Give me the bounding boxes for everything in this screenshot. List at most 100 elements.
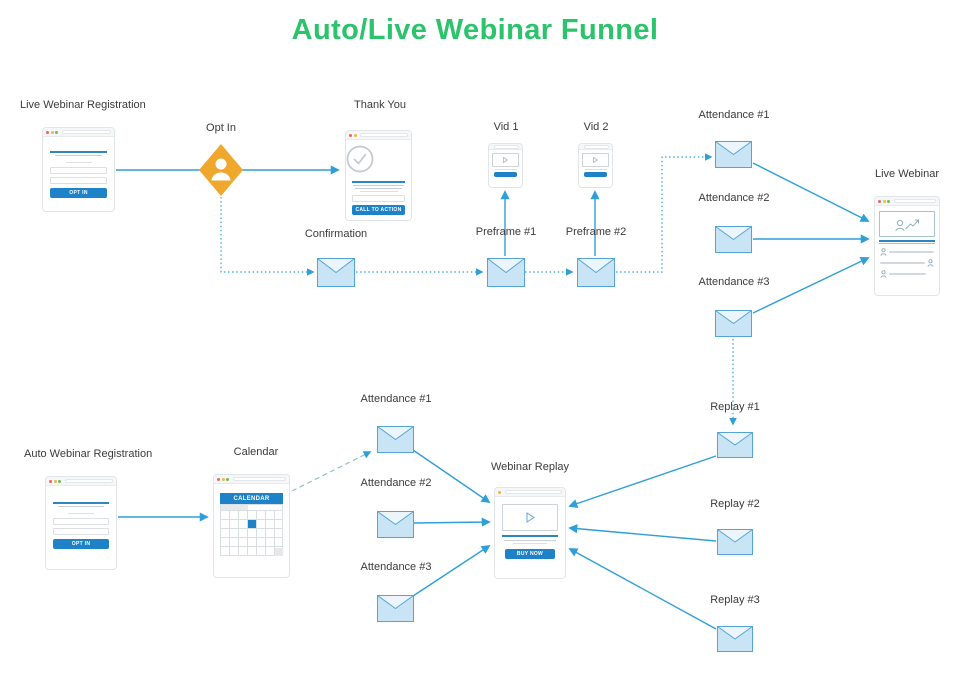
- url-bar: [232, 477, 286, 481]
- text-line-2: [513, 543, 547, 544]
- attendance2-top-email-icon: [715, 226, 752, 253]
- window-dot-red-icon: [349, 133, 352, 137]
- form-input-1: [53, 518, 109, 525]
- browser-bar: [495, 488, 565, 497]
- chat-row-3: [880, 270, 934, 278]
- window-dot-yellow-icon: [221, 477, 225, 481]
- label-replay1: Replay #1: [710, 401, 760, 413]
- label-calendar: Calendar: [233, 446, 279, 458]
- label-attendance3-top: Attendance #3: [698, 276, 770, 288]
- attendance3-top-email-icon: [715, 310, 752, 337]
- label-webinar-replay: Webinar Replay: [490, 461, 570, 473]
- form-subtitle-line: [55, 155, 102, 156]
- auto-registration-window: OPT IN: [45, 476, 117, 570]
- chat-person-icon: [880, 270, 887, 278]
- caption-line: [584, 169, 607, 170]
- preframe1-email-icon: [487, 258, 525, 287]
- label-vid2: Vid 2: [583, 121, 609, 133]
- browser-bar: [489, 144, 522, 150]
- chat-message-line: [889, 273, 926, 275]
- page-title: Auto/Live Webinar Funnel: [291, 14, 659, 46]
- window-dot-yellow-icon: [53, 479, 57, 483]
- chat-row-1: [880, 248, 934, 256]
- vid2-button: [584, 172, 607, 177]
- window-dot-icon: [498, 490, 501, 494]
- label-vid1: Vid 1: [493, 121, 519, 133]
- label-attendance1-bottom: Attendance #1: [360, 393, 432, 405]
- video-player: [582, 153, 609, 167]
- url-bar: [360, 133, 408, 137]
- call-to-action-button: CALL TO ACTION: [352, 205, 405, 215]
- text-line-1: [504, 540, 556, 541]
- chat-row-2: [880, 259, 934, 267]
- label-live-webinar-registration: Live Webinar Registration: [20, 99, 146, 111]
- replay1-email-icon: [717, 432, 753, 458]
- webinar-replay-window: BUY NOW: [494, 487, 566, 579]
- label-thank-you: Thank You: [354, 99, 406, 111]
- window-dot-green-icon: [887, 199, 890, 203]
- url-bar: [504, 490, 562, 494]
- video-player: [492, 153, 519, 167]
- play-icon: [593, 157, 598, 163]
- connector-replay2-replaywindow: [568, 524, 717, 542]
- presentation-area: [879, 211, 935, 237]
- content-divider: [502, 535, 558, 537]
- label-attendance2-bottom: Attendance #2: [360, 477, 432, 489]
- vid1-window: [488, 143, 523, 188]
- label-live-webinar: Live Webinar: [875, 168, 939, 180]
- content-divider-thin: [879, 243, 935, 244]
- label-preframe1: Preframe #1: [475, 226, 537, 238]
- connector-calendar-battendance1: [291, 451, 372, 492]
- connector-replay3-replaywindow: [568, 548, 717, 630]
- calendar-header: CALENDAR: [220, 493, 283, 504]
- calendar-week-fill: [221, 505, 249, 510]
- label-attendance3-bottom: Attendance #3: [360, 561, 432, 573]
- form-input-1: [50, 167, 107, 174]
- label-opt-in: Opt In: [206, 122, 236, 134]
- label-attendance2-top: Attendance #2: [698, 192, 770, 204]
- person-body-icon: [211, 172, 231, 181]
- calendar-window: CALENDAR: [213, 474, 290, 578]
- opt-in-button: OPT IN: [50, 188, 107, 198]
- text-line-2: [355, 188, 402, 189]
- opt-in-button: OPT IN: [53, 539, 109, 549]
- form-caption-line: [68, 513, 94, 514]
- presenter-chart-icon: [895, 219, 919, 231]
- window-dot-green-icon: [226, 477, 229, 481]
- url-bar: [64, 479, 113, 483]
- connector-preframe2-attendance1: [616, 153, 713, 273]
- chat-person-icon: [880, 248, 887, 256]
- play-icon: [503, 157, 508, 163]
- person-icon: [215, 158, 227, 170]
- window-dot-red-icon: [217, 477, 220, 481]
- window-dot-red-icon: [46, 130, 49, 134]
- form-caption-line: [65, 162, 92, 163]
- replay3-email-icon: [717, 626, 753, 652]
- window-dot-green-icon: [55, 130, 58, 134]
- label-confirmation: Confirmation: [304, 228, 368, 240]
- window-dot-red-icon: [878, 199, 881, 203]
- diamond-shape: [199, 144, 243, 196]
- calendar-widget: CALENDAR: [220, 493, 283, 556]
- browser-bar: [579, 144, 612, 150]
- calendar-week-row: [220, 504, 283, 510]
- form-input: [352, 195, 405, 202]
- connector-attendance1-livewebinar: [752, 162, 870, 222]
- form-input-2: [53, 528, 109, 535]
- confirmation-email-icon: [317, 258, 355, 287]
- connector-optin-confirmation: [220, 197, 315, 276]
- form-subtitle-line: [58, 506, 104, 507]
- caption-line: [494, 169, 517, 170]
- content-divider: [352, 181, 405, 183]
- calendar-muted-day: [275, 548, 283, 556]
- calendar-grid: [220, 510, 283, 556]
- url-bar: [61, 130, 111, 134]
- window-dot-red-icon: [49, 479, 52, 483]
- attendance1-bottom-email-icon: [377, 426, 414, 453]
- video-player: [502, 504, 558, 531]
- thank-you-window: CALL TO ACTION: [345, 130, 412, 221]
- attendance2-bottom-email-icon: [377, 511, 414, 538]
- vid1-button: [494, 172, 517, 177]
